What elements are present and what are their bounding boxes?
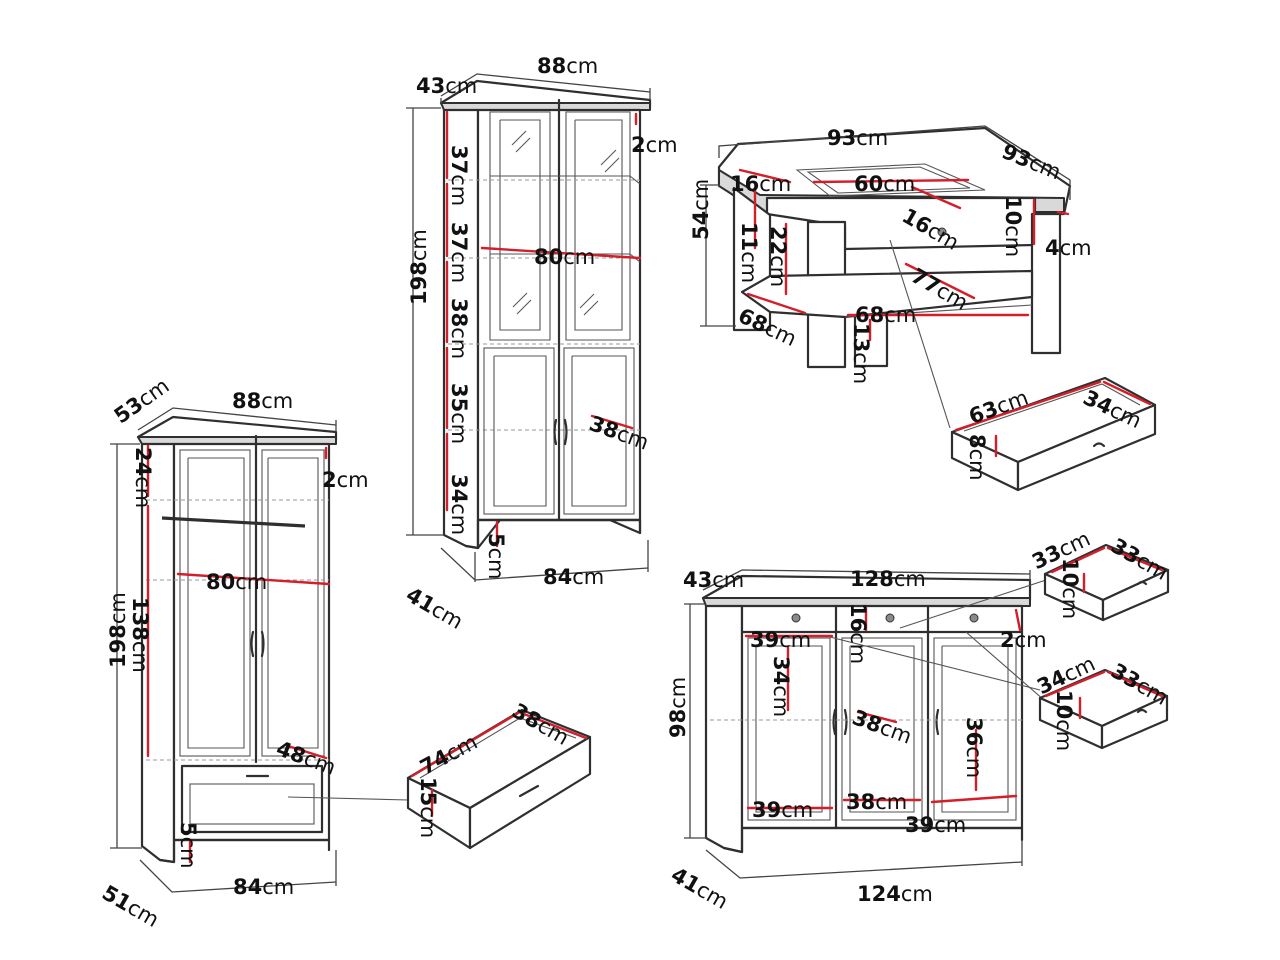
- dimension-label-war-bdepth: 51cm: [98, 881, 163, 932]
- vitrine-drawing: [406, 73, 652, 582]
- dimension-label-tab-leg: 11cm: [737, 222, 761, 283]
- dimension-label-vit-s4: 35cm: [447, 383, 471, 444]
- dimension-label-tab-depth: 93cm: [998, 139, 1064, 184]
- dimension-label-com-door: 34cm: [769, 656, 793, 717]
- dimension-label-war-plinth: 5cm: [176, 822, 200, 869]
- dimension-label-com-bdepth: 41cm: [667, 863, 732, 914]
- commode-drawer-top-drawing: [1043, 543, 1170, 622]
- dimension-label-tab-gap: 22cm: [766, 226, 790, 287]
- dimension-label-tab-apron: 10cm: [1001, 196, 1025, 257]
- dimension-label-war-height: 198cm: [106, 592, 130, 668]
- dimension-label-vit-plinth: 5cm: [484, 533, 508, 580]
- dimension-label-vit-depth: 43cm: [416, 74, 477, 98]
- dimension-label-vit-s2: 37cm: [447, 222, 471, 283]
- dimension-label-com-bwidth: 124cm: [857, 882, 933, 906]
- dimension-label-war-top: 2cm: [322, 468, 369, 492]
- dimension-label-vit-s1: 37cm: [447, 145, 471, 206]
- dimension-label-com-width: 128cm: [850, 567, 926, 591]
- dimension-label-com-top: 2cm: [1000, 628, 1047, 652]
- dimension-label-vit-bdepth: 41cm: [402, 583, 467, 634]
- dimension-label-war-s2: 138cm: [128, 597, 152, 673]
- dimension-label-vit-s3: 38cm: [447, 298, 471, 359]
- dimension-label-com-b2: 38cm: [846, 790, 907, 814]
- dimension-label-war-inner: 80cm: [206, 570, 267, 594]
- dimension-label-com-drawer: 16cm: [846, 603, 870, 664]
- dimension-label-com-height: 98cm: [666, 677, 690, 738]
- dimension-label-tab-height: 54cm: [689, 179, 713, 240]
- dimension-label-vit-height: 198cm: [407, 229, 431, 305]
- dimension-label-drw2-h: 15cm: [416, 777, 440, 838]
- dimension-label-tab-width: 93cm: [827, 126, 888, 150]
- dimension-label-war-depth: 53cm: [110, 374, 174, 429]
- commode-drawing: [684, 569, 1047, 879]
- dimension-label-com-depth: 43cm: [683, 568, 744, 592]
- dimension-label-war-s1: 24cm: [131, 447, 155, 508]
- commode-drawer-bottom-drawing: [1038, 668, 1169, 750]
- dimension-label-com-b1: 39cm: [752, 798, 813, 822]
- dimension-label-com-s1: 39cm: [750, 628, 811, 652]
- dimension-label-drw1-h: 8cm: [965, 434, 989, 481]
- dimension-label-vit-bwidth: 84cm: [543, 565, 604, 589]
- wardrobe-drawer-drawing: [406, 708, 592, 850]
- dimension-label-com-b3: 39cm: [905, 813, 966, 837]
- dimension-label-vit-inner: 80cm: [534, 245, 595, 269]
- dimension-label-vit-width: 88cm: [537, 54, 598, 78]
- dimension-label-tab-shelfw: 68cm: [855, 303, 916, 327]
- dimension-label-drw4-h: 10cm: [1052, 690, 1076, 751]
- dimension-label-tab-legw: 4cm: [1045, 236, 1092, 260]
- dimension-label-vit-top: 2cm: [631, 133, 678, 157]
- dimension-label-tab-rim: 16cm: [730, 172, 791, 196]
- dimension-label-drw3-h: 10cm: [1058, 558, 1082, 619]
- dimension-label-com-shelfh: 36cm: [962, 717, 986, 778]
- dimension-label-tab-shelfh: 13cm: [849, 323, 873, 384]
- wardrobe-drawing: [110, 407, 409, 893]
- dimension-label-war-width: 88cm: [232, 389, 293, 413]
- dimension-label-vit-s5: 34cm: [447, 474, 471, 535]
- dimension-label-tab-inner: 60cm: [854, 172, 915, 196]
- table-drawer-drawing: [950, 376, 1157, 492]
- dimension-label-war-bwidth: 84cm: [233, 875, 294, 899]
- coffee-table-drawing: [700, 125, 1072, 429]
